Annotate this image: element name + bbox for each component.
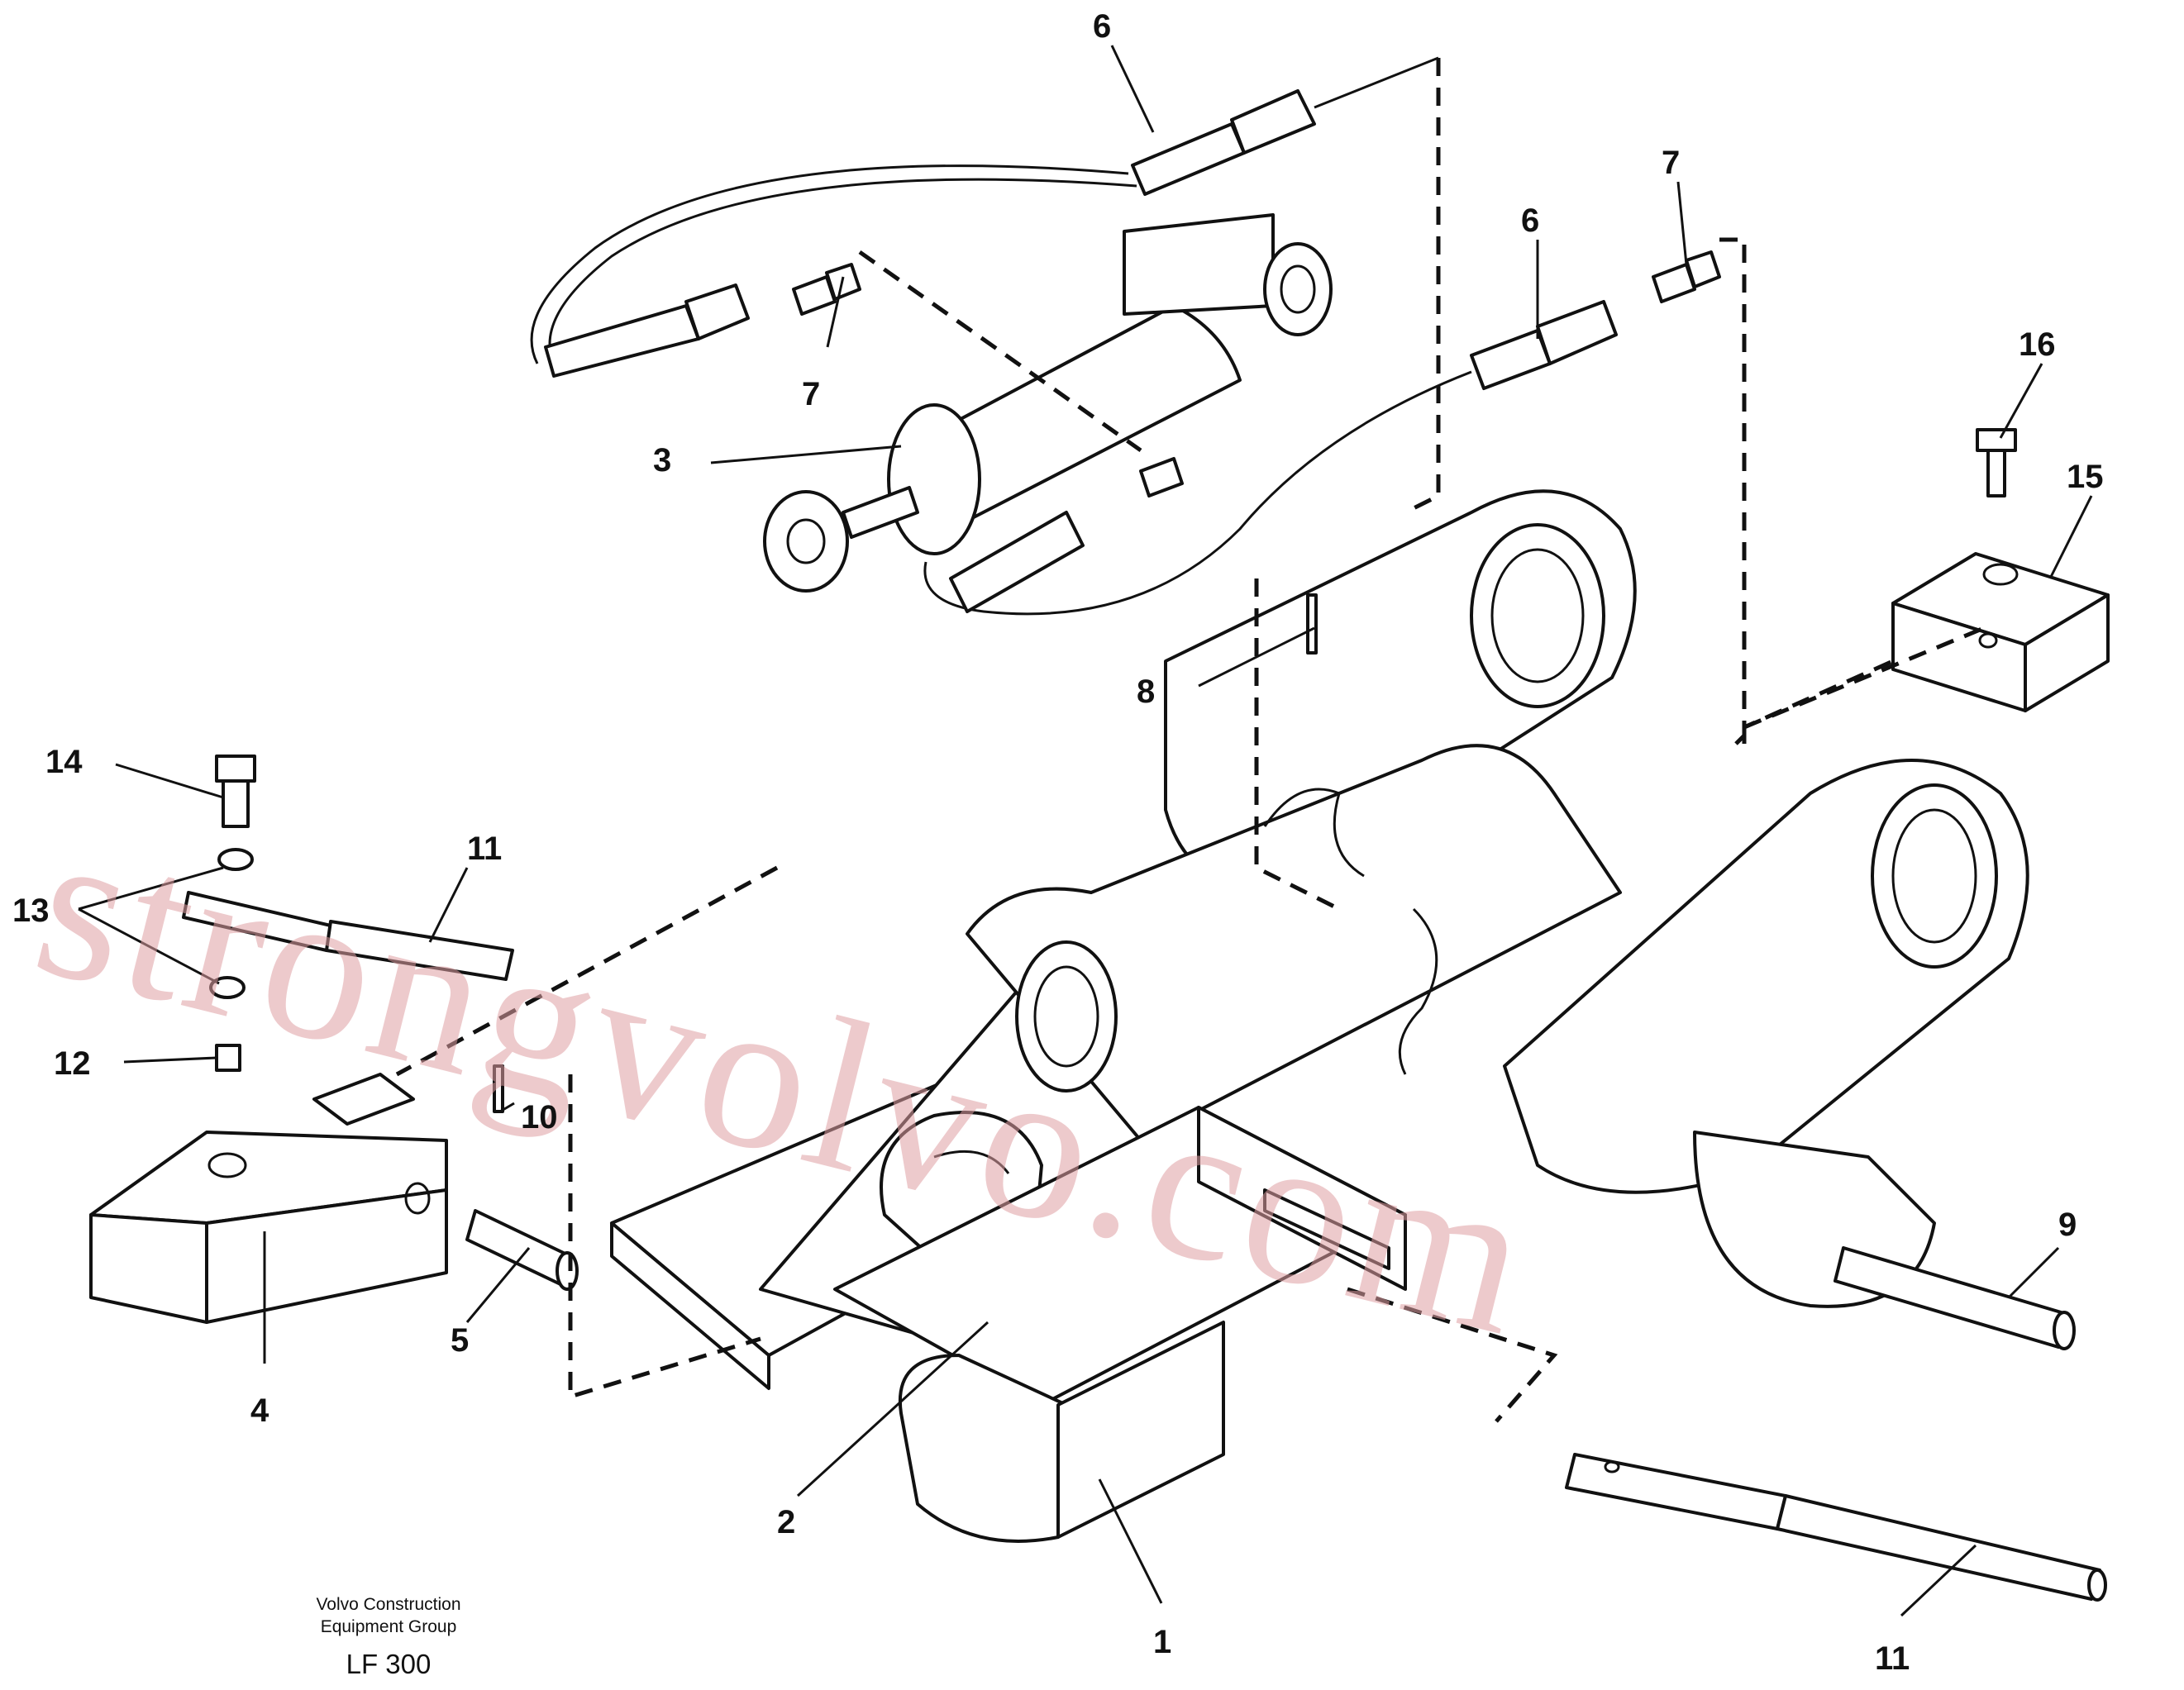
company-line-1: Volvo Construction — [316, 1595, 460, 1614]
assembly-dashed-lines — [395, 58, 1985, 1423]
callout-6-upper: 6 — [1093, 8, 1111, 45]
callout-13: 13 — [12, 893, 50, 929]
callout-7-left: 7 — [802, 376, 820, 412]
callout-4: 4 — [250, 1392, 269, 1429]
hydraulic-cylinder — [763, 213, 1333, 593]
callout-11-left: 11 — [467, 831, 502, 867]
coupler-frame — [610, 489, 2029, 1543]
callout-10: 10 — [521, 1099, 558, 1135]
pins — [182, 593, 2107, 1602]
callout-14: 14 — [45, 744, 83, 780]
callout-9: 9 — [2058, 1207, 2077, 1243]
callout-6-right: 6 — [1521, 202, 1539, 239]
valve-block — [1891, 428, 2110, 712]
callout-8: 8 — [1137, 674, 1155, 710]
footer: Volvo Construction Equipment Group LF 30… — [316, 1595, 460, 1679]
callout-7-right: 7 — [1662, 145, 1680, 181]
company-line-2: Equipment Group — [321, 1617, 457, 1636]
callout-3: 3 — [653, 442, 671, 478]
callout-2: 2 — [777, 1504, 795, 1540]
hydraulic-hoses — [530, 56, 1618, 616]
callout-16: 16 — [2019, 326, 2056, 363]
lock-wedge — [89, 1073, 448, 1324]
leader-lines — [78, 45, 2093, 1617]
callout-1: 1 — [1153, 1624, 1171, 1660]
callout-numbers: 6 7 6 7 3 16 15 8 14 11 13 12 10 9 4 5 2… — [12, 8, 2104, 1677]
callout-11-lower: 11 — [1875, 1640, 1910, 1677]
callout-5: 5 — [451, 1322, 469, 1359]
callout-12: 12 — [54, 1045, 91, 1082]
drawing-code: LF 300 — [346, 1649, 432, 1679]
callout-15: 15 — [2067, 459, 2104, 495]
